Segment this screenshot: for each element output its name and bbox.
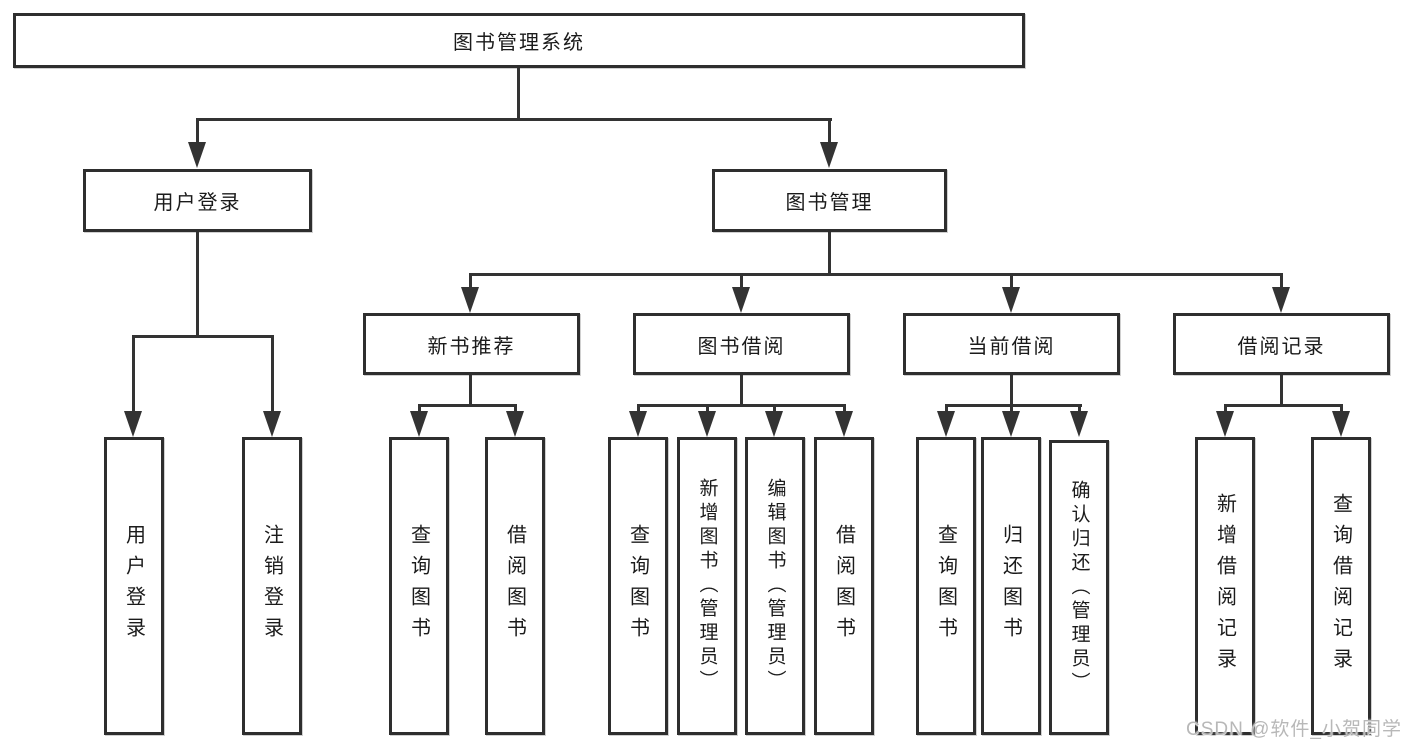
leaf-confirm-return-admin: 确认归还（管理员） <box>1049 440 1109 735</box>
connector-recommend-bus <box>418 404 517 407</box>
arrowhead-down-icon <box>1002 287 1020 313</box>
arrowhead-down-icon <box>188 142 206 168</box>
connector-userlogin-drop <box>196 232 199 338</box>
node-borrow-records: 借阅记录 <box>1173 313 1390 375</box>
arrowhead-down-icon <box>629 411 647 437</box>
connector-userlogin-bus <box>132 335 274 338</box>
connector-recommend-drop <box>469 375 472 407</box>
csdn-watermark: CSDN @软件_小贺同学 <box>1186 719 1402 740</box>
node-book-borrow: 图书借阅 <box>633 313 850 375</box>
connector-current-bus <box>945 404 1082 407</box>
arrow-stem <box>271 338 274 414</box>
connector-level3-bus <box>469 273 1283 276</box>
arrowhead-down-icon <box>263 411 281 437</box>
arrowhead-down-icon <box>410 411 428 437</box>
node-book-management: 图书管理 <box>712 169 947 232</box>
connector-current-drop <box>1010 375 1013 407</box>
arrowhead-down-icon <box>1002 411 1020 437</box>
leaf-query-books-1: 查询图书 <box>389 437 449 735</box>
leaf-add-borrow-record: 新增借阅记录 <box>1195 437 1255 735</box>
arrow-stem <box>196 121 199 146</box>
leaf-borrow-books-2: 借阅图书 <box>814 437 874 735</box>
arrowhead-down-icon <box>835 411 853 437</box>
arrowhead-down-icon <box>820 142 838 168</box>
leaf-user-login: 用户登录 <box>104 437 164 735</box>
connector-borrow-drop <box>740 375 743 407</box>
connector-level2-bus <box>196 118 832 121</box>
arrowhead-down-icon <box>698 411 716 437</box>
arrow-stem <box>740 276 743 290</box>
node-current-borrow: 当前借阅 <box>903 313 1120 375</box>
arrow-stem <box>828 121 831 146</box>
connector-root-drop <box>517 68 520 121</box>
leaf-return-books: 归还图书 <box>981 437 1041 735</box>
arrowhead-down-icon <box>1070 411 1088 437</box>
leaf-query-books-3: 查询图书 <box>916 437 976 735</box>
arrowhead-down-icon <box>765 411 783 437</box>
leaf-query-books-2: 查询图书 <box>608 437 668 735</box>
connector-records-drop <box>1280 375 1283 407</box>
node-user-login: 用户登录 <box>83 169 312 232</box>
connector-records-bus <box>1224 404 1343 407</box>
arrowhead-down-icon <box>124 411 142 437</box>
connector-borrow-bus <box>637 404 846 407</box>
leaf-borrow-books-1: 借阅图书 <box>485 437 545 735</box>
arrowhead-down-icon <box>732 287 750 313</box>
arrow-stem <box>469 276 472 290</box>
connector-bookmgmt-drop <box>828 232 831 276</box>
arrow-stem <box>1280 276 1283 290</box>
node-new-book-recommend: 新书推荐 <box>363 313 580 375</box>
arrow-stem <box>1010 276 1013 290</box>
arrowhead-down-icon <box>461 287 479 313</box>
arrowhead-down-icon <box>1272 287 1290 313</box>
node-library-system: 图书管理系统 <box>13 13 1025 68</box>
arrow-stem <box>132 338 135 414</box>
arrowhead-down-icon <box>1332 411 1350 437</box>
leaf-logout: 注销登录 <box>242 437 302 735</box>
leaf-edit-books-admin: 编辑图书（管理员） <box>745 437 805 735</box>
leaf-query-borrow-record: 查询借阅记录 <box>1311 437 1371 735</box>
arrowhead-down-icon <box>506 411 524 437</box>
arrowhead-down-icon <box>937 411 955 437</box>
arrowhead-down-icon <box>1216 411 1234 437</box>
leaf-add-books-admin: 新增图书（管理员） <box>677 437 737 735</box>
